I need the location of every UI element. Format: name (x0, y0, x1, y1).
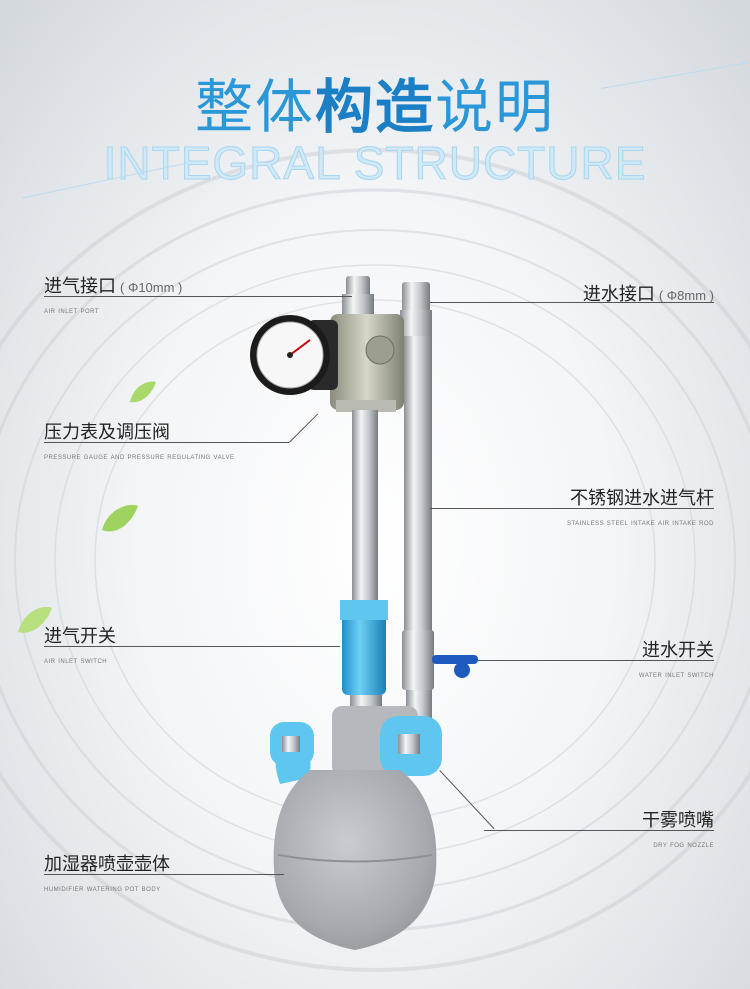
title-part: 整体 (194, 75, 315, 140)
label-title: 进水开关 (642, 640, 714, 660)
leader-line (44, 296, 352, 297)
leader-line (44, 646, 340, 647)
label-en: Water inlet switch (638, 670, 714, 679)
leader-line (44, 874, 284, 875)
label-en: Air inlet port (44, 306, 100, 315)
leaf-icon (130, 381, 156, 403)
leaf-icon (18, 606, 52, 633)
label-nozzle: 干雾喷嘴 Dry fog nozzle (642, 806, 714, 849)
label-title: 干雾喷嘴 (642, 810, 714, 830)
label-air-switch: 进气开关 Air inlet switch (44, 622, 116, 665)
leader-line (484, 830, 714, 831)
label-en: Pressure gauge and pressure regulating v… (44, 452, 235, 461)
label-title: 加湿器喷壶壶体 (44, 854, 170, 874)
label-steel-rod: 不锈钢进水进气杆 Stainless steel intake air inta… (567, 484, 714, 527)
page-title: 整体构造说明 (0, 60, 750, 144)
label-en: Dry fog nozzle (653, 840, 714, 849)
leader-line (430, 302, 714, 303)
label-en: Humidifier watering pot body (44, 884, 161, 893)
page-subtitle: INTEGRAL STRUCTURE (103, 137, 647, 190)
label-pressure-gauge: 压力表及调压阀 Pressure gauge and pressure regu… (44, 418, 234, 461)
label-title: 进水接口 (582, 284, 655, 304)
label-title: 不锈钢进水进气杆 (570, 488, 714, 508)
title-part-bold: 构造 (314, 75, 435, 140)
label-pot-body: 加湿器喷壶壶体 Humidifier watering pot body (44, 850, 170, 893)
label-spec: ( Φ8mm ) (658, 288, 714, 303)
label-en: Stainless steel intake air intake rod (567, 518, 714, 527)
label-title: 进气开关 (44, 626, 116, 646)
leader-line (478, 660, 714, 661)
label-en: Air inlet switch (44, 656, 108, 665)
label-water-switch: 进水开关 Water inlet switch (639, 636, 714, 679)
label-water-inlet-port: 进水接口( Φ8mm ) (583, 280, 714, 306)
leaf-icon (102, 504, 138, 532)
label-title: 压力表及调压阀 (44, 422, 170, 442)
leader-line (430, 508, 714, 509)
label-title: 进气接口 (44, 276, 116, 296)
humidifier-illustration (250, 276, 478, 950)
label-spec: ( Φ10mm ) (120, 280, 183, 295)
label-air-inlet-port: 进气接口 ( Φ10mm ) Air inlet port (44, 272, 182, 315)
title-part: 说明 (435, 75, 556, 140)
leader-line (44, 442, 289, 443)
